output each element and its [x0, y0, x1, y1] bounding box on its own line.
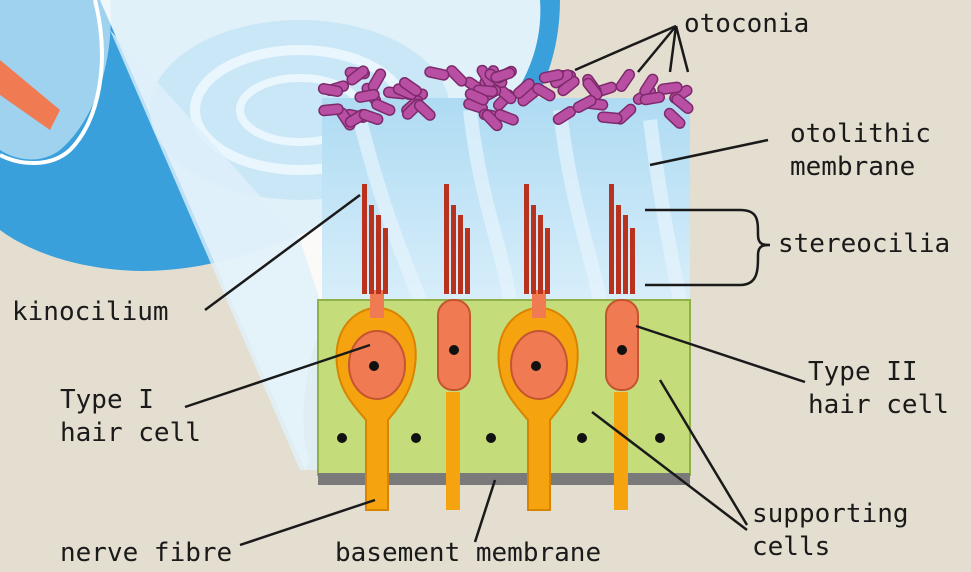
otoconia-crystal — [614, 68, 636, 93]
label-otolithic-membrane-line1: otolithic — [790, 118, 931, 151]
label-type2-line2: hair cell — [808, 389, 949, 422]
label-type1-line1: Type I — [60, 384, 201, 417]
otoconia-crystal — [597, 112, 622, 124]
label-supporting-line1: supporting — [752, 498, 909, 531]
label-type2-hair-cell: Type II hair cell — [808, 356, 949, 422]
label-stereocilia: stereocilia — [778, 228, 950, 261]
label-otolithic-membrane-line2: membrane — [790, 151, 931, 184]
label-supporting-line2: cells — [752, 531, 909, 564]
label-type1-hair-cell: Type I hair cell — [60, 384, 201, 450]
label-otolithic-membrane: otolithic membrane — [790, 118, 931, 184]
label-kinocilium: kinocilium — [12, 296, 169, 329]
label-type1-line2: hair cell — [60, 417, 201, 450]
label-basement-membrane: basement membrane — [335, 537, 601, 570]
label-otoconia: otoconia — [684, 8, 809, 41]
otoconia-crystal — [319, 104, 344, 116]
label-supporting-cells: supporting cells — [752, 498, 909, 564]
label-nerve-fibre: nerve fibre — [60, 537, 232, 570]
label-type2-line1: Type II — [808, 356, 949, 389]
